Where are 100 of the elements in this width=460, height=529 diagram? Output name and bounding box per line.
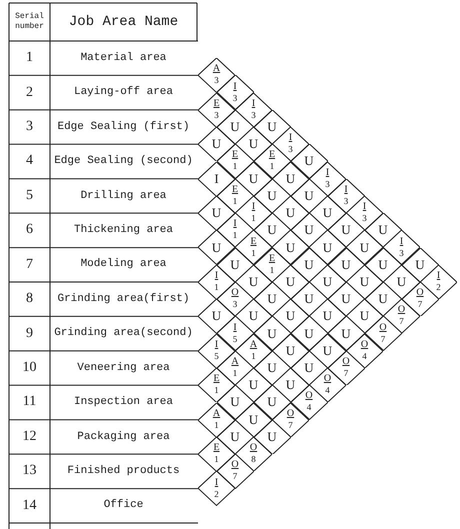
relationship-code: U bbox=[322, 206, 334, 220]
relationship-diamond bbox=[198, 196, 235, 230]
area-name: Material area bbox=[80, 52, 166, 65]
rating-number: 1 bbox=[213, 455, 220, 464]
relationship-code: U bbox=[284, 378, 296, 392]
relationship-code: I bbox=[343, 184, 349, 195]
rating-number: 1 bbox=[250, 248, 257, 258]
area-name: Laying-off area bbox=[74, 86, 174, 99]
column-header: Serial number bbox=[14, 12, 45, 32]
relationship-code: U bbox=[266, 120, 278, 134]
rating-number: 2 bbox=[435, 282, 442, 292]
relationship-code: U bbox=[303, 223, 315, 236]
area-name: Edge Sealing (first) bbox=[57, 120, 190, 134]
relationship-code: U bbox=[340, 326, 352, 340]
relationship-code: U bbox=[322, 274, 334, 288]
relationship-code: O bbox=[378, 322, 388, 333]
rating-number: 3 bbox=[250, 110, 257, 120]
relationship-code: E bbox=[268, 254, 276, 264]
area-name: Grinding area(first) bbox=[57, 292, 190, 306]
relationship-code: U bbox=[322, 344, 334, 357]
serial-number: 8 bbox=[26, 291, 33, 308]
relationship-code: E bbox=[230, 150, 240, 160]
relationship-code: O bbox=[396, 305, 406, 316]
relationship-code: U bbox=[396, 274, 408, 288]
relationship-code: U bbox=[266, 223, 278, 236]
area-name: Modeling area bbox=[80, 258, 166, 272]
relationship-code: E bbox=[249, 236, 258, 247]
relationship-code: U bbox=[303, 154, 315, 168]
relationship-code: A bbox=[230, 357, 240, 368]
relationship-code: U bbox=[340, 223, 352, 236]
relationship-code: I bbox=[232, 322, 238, 333]
serial-number: 6 bbox=[26, 222, 33, 238]
relationship-code: A bbox=[212, 408, 222, 419]
relationship-code: U bbox=[229, 258, 241, 271]
rating-number: 1 bbox=[268, 162, 276, 172]
area-name: Inspection area bbox=[74, 396, 174, 409]
relationship-code: A bbox=[212, 64, 222, 74]
rating-number: 1 bbox=[213, 420, 220, 430]
rating-number: 3 bbox=[213, 76, 220, 86]
relationship-code: O bbox=[286, 408, 296, 419]
rating-number: 7 bbox=[416, 300, 424, 310]
rating-number: 4 bbox=[306, 403, 312, 412]
area-name: Grinding area(second) bbox=[54, 327, 193, 340]
relationship-code: U bbox=[248, 412, 260, 426]
rating-number: 4 bbox=[361, 352, 368, 361]
relationship-code: U bbox=[284, 240, 296, 254]
serial-number: 7 bbox=[26, 256, 33, 273]
relationship-code: U bbox=[248, 172, 260, 185]
relationship-code: U bbox=[340, 258, 352, 271]
relationship-code: U bbox=[303, 258, 315, 271]
relationship-code: U bbox=[266, 292, 278, 306]
rating-number: 1 bbox=[250, 214, 257, 224]
relationship-code: I bbox=[232, 219, 238, 230]
rating-number: 3 bbox=[398, 248, 405, 258]
relationship-code: U bbox=[210, 137, 222, 150]
relationship-code: U bbox=[248, 137, 260, 150]
serial-number: 10 bbox=[22, 360, 36, 376]
rating-number: 1 bbox=[250, 352, 257, 361]
relationship-code: U bbox=[266, 188, 278, 202]
relationship-code: U bbox=[358, 309, 370, 322]
relationship-diamond bbox=[198, 299, 235, 334]
rating-number: 1 bbox=[213, 282, 220, 292]
relationship-code: I bbox=[214, 270, 220, 281]
relationship-code: I bbox=[324, 168, 330, 178]
relationship-code: U bbox=[248, 378, 260, 392]
rating-number: 1 bbox=[232, 162, 238, 172]
serial-number: 1 bbox=[26, 50, 33, 66]
relationship-code: U bbox=[358, 274, 370, 288]
relationship-code: O bbox=[248, 443, 258, 454]
relationship-code: I bbox=[214, 478, 220, 488]
rating-number: 3 bbox=[232, 94, 238, 103]
relationship-code: U bbox=[303, 326, 315, 340]
rating-number: 7 bbox=[287, 420, 294, 430]
relationship-code: U bbox=[266, 361, 278, 374]
relationship-code: U bbox=[284, 172, 296, 185]
relationship-code: U bbox=[284, 309, 296, 322]
rating-number: 4 bbox=[324, 386, 331, 396]
rating-number: 7 bbox=[380, 334, 386, 344]
relationship-code: O bbox=[304, 391, 314, 402]
area-name: Edge Sealing (second) bbox=[54, 155, 193, 168]
relationship-code: U bbox=[284, 344, 296, 357]
rating-number: 5 bbox=[232, 334, 238, 344]
area-name: Thickening area bbox=[74, 224, 174, 237]
serial-number: 5 bbox=[26, 188, 33, 204]
serial-number: 13 bbox=[22, 463, 36, 480]
rating-number: 8 bbox=[250, 455, 257, 464]
rating-number: 7 bbox=[398, 317, 405, 326]
relationship-code: I bbox=[213, 172, 220, 185]
relationship-code: U bbox=[284, 274, 296, 288]
relationship-code: U bbox=[266, 395, 278, 408]
rating-number: 5 bbox=[213, 352, 220, 361]
relationship-code: I bbox=[232, 82, 238, 92]
relationship-code: U bbox=[284, 206, 296, 220]
relationship-code: U bbox=[414, 258, 426, 271]
relationship-code: E bbox=[268, 150, 276, 160]
relationship-code: U bbox=[358, 240, 370, 254]
rating-number: 1 bbox=[213, 386, 220, 396]
rating-number: 7 bbox=[232, 472, 238, 482]
serial-number: 2 bbox=[26, 84, 33, 101]
relationship-code: U bbox=[210, 206, 222, 220]
